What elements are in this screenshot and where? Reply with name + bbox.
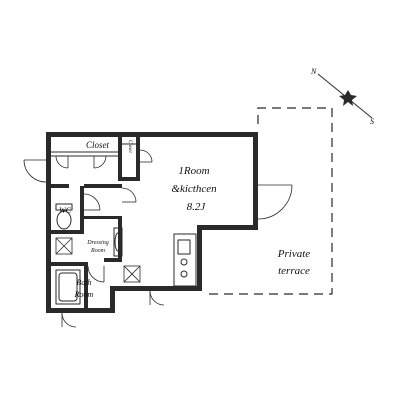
main-room-label: &kicthcen bbox=[171, 183, 217, 195]
fixtures bbox=[55, 203, 197, 305]
exterior-walls bbox=[46, 132, 258, 313]
bath-room-label: Bath bbox=[76, 278, 91, 287]
compass-south-label: S bbox=[370, 117, 374, 126]
toilet-fixture bbox=[55, 203, 73, 230]
dressing-room-label: Dressing bbox=[86, 240, 108, 246]
pipe-shaft bbox=[123, 265, 141, 283]
private-terrace-label: Private bbox=[277, 248, 310, 260]
doors bbox=[23, 149, 293, 328]
compass-rose: N S bbox=[310, 67, 374, 126]
private-terrace-outline bbox=[205, 107, 333, 295]
washbasin-fixture bbox=[113, 227, 123, 257]
wc-label: WC bbox=[59, 206, 72, 215]
closet-shelf bbox=[51, 143, 136, 157]
small-closet-label: Closet bbox=[127, 140, 132, 153]
pipe-shaft bbox=[55, 237, 73, 255]
closet-label: Closet bbox=[86, 140, 110, 150]
dressing-room-label: Room bbox=[90, 248, 106, 254]
interior-walls bbox=[51, 137, 140, 308]
private-terrace-label: terrace bbox=[278, 265, 310, 277]
kitchen-stove bbox=[173, 233, 197, 287]
main-room-label: 1Room bbox=[178, 165, 209, 177]
compass-north-label: N bbox=[310, 67, 317, 76]
main-room-area-label: 8.2J bbox=[187, 201, 207, 213]
bathtub-fixture bbox=[55, 269, 81, 305]
bath-room-label: Room bbox=[74, 290, 94, 299]
